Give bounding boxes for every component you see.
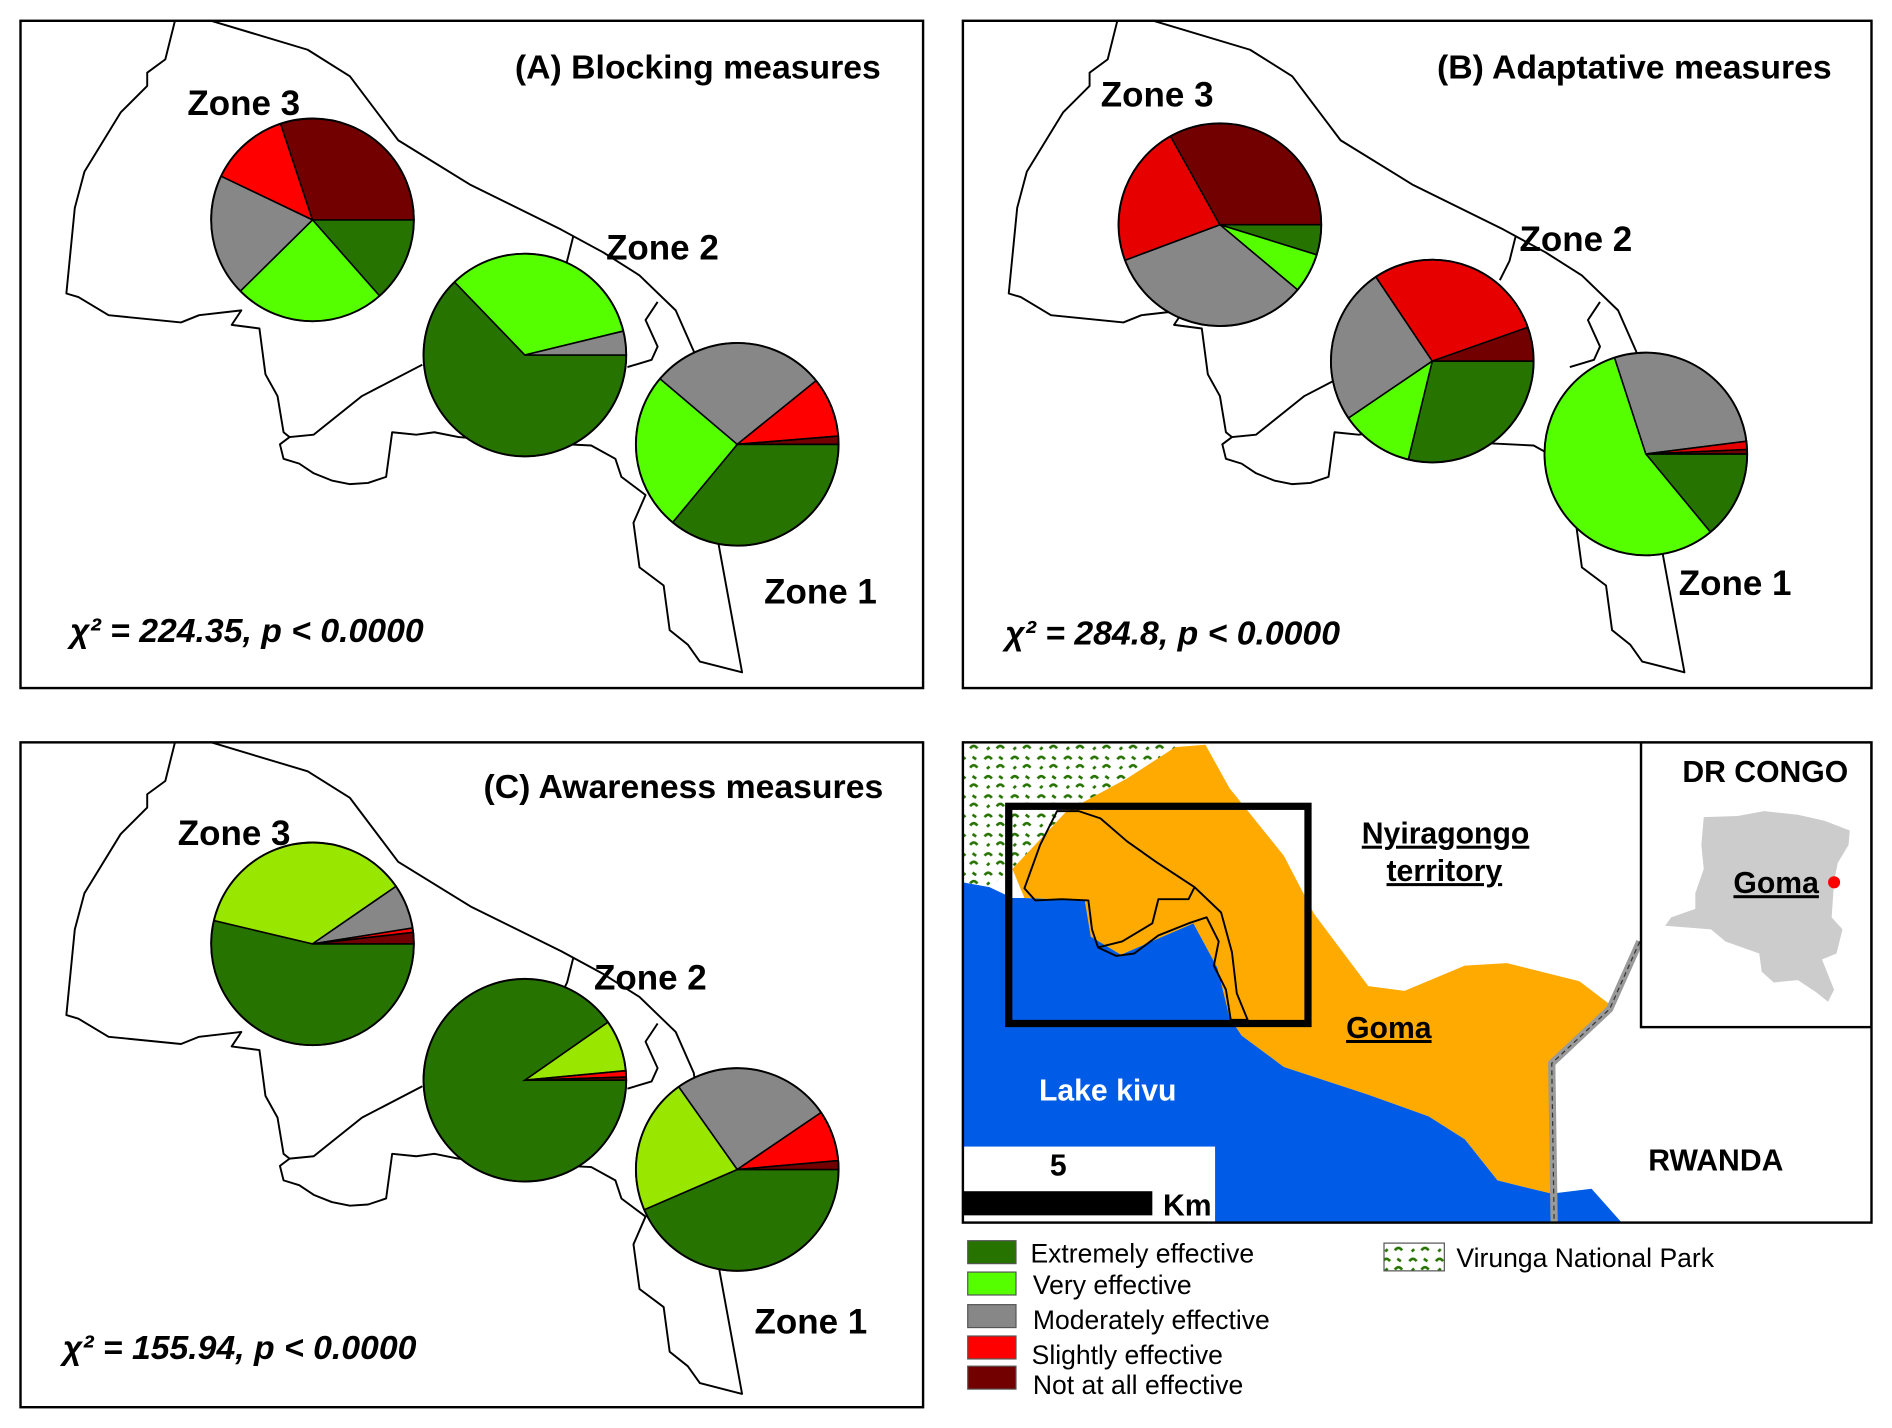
scale-value: 5 <box>1050 1150 1067 1183</box>
legend-label: Moderately effective <box>1033 1305 1270 1335</box>
inset-city-label: Goma <box>1733 867 1819 900</box>
lake-label: Lake kivu <box>1039 1075 1176 1108</box>
pie-zone-1 <box>634 341 840 547</box>
pie-outline <box>634 341 840 547</box>
inset-title: DR CONGO <box>1682 756 1848 789</box>
panel-title: (A) Blocking measures <box>515 49 881 87</box>
chi-square-annotation: χ² = 284.8, p < 0.0000 <box>1002 615 1340 653</box>
zone-label: Zone 2 <box>606 229 719 268</box>
zone-label: Zone 3 <box>1101 75 1214 114</box>
pie-zone-1 <box>634 1067 840 1272</box>
zone-label: Zone 2 <box>594 959 707 998</box>
pie-outline <box>1329 258 1535 464</box>
panel-title: (B) Adaptative measures <box>1437 49 1832 87</box>
panel-adaptative-measures: (B) Adaptative measures Zone 3 Zone 2 Zo… <box>961 19 1873 690</box>
scale-unit: Km <box>1163 1189 1212 1222</box>
pie-group <box>210 117 840 547</box>
zone-label: Zone 1 <box>1679 564 1792 603</box>
legend-swatch-extremely <box>967 1240 1017 1265</box>
pie-outline <box>634 1067 840 1272</box>
pie-zone-3 <box>1117 122 1323 328</box>
pie-zone-2 <box>422 977 628 1183</box>
legend: Extremely effective Very effective Moder… <box>967 1238 1715 1400</box>
virunga-park-area <box>962 742 1189 888</box>
legend-label: Extremely effective <box>1030 1238 1254 1268</box>
zone-label: Zone 3 <box>178 814 291 853</box>
pie-group <box>210 841 840 1272</box>
zone-label: Zone 1 <box>764 573 877 612</box>
legend-swatch-slightly <box>967 1335 1017 1360</box>
legend-swatch-very <box>967 1271 1017 1296</box>
zone-label: Zone 3 <box>187 84 300 123</box>
legend-swatch-not-at-all <box>967 1365 1017 1390</box>
goma-location-dot <box>1828 876 1841 889</box>
panel-blocking-measures: (A) Blocking measures Zone 3 Zone 2 Zone… <box>19 19 925 690</box>
pie-zone-3 <box>210 841 415 1047</box>
legend-label: Very effective <box>1033 1270 1192 1300</box>
study-area-outline <box>1023 810 1249 1021</box>
pie-zone-3 <box>210 117 415 323</box>
pie-outline <box>1543 351 1749 557</box>
pie-zone-2 <box>1329 258 1535 464</box>
study-area-frame <box>1005 802 1312 1028</box>
location-map: DR CONGO Goma Nyiragongo territory Goma … <box>961 741 1873 1224</box>
territory-label: Nyiragongo <box>1362 818 1530 851</box>
pie-outline <box>422 252 628 458</box>
pie-zone-2 <box>422 252 628 458</box>
chi-square-annotation: χ² = 224.35, p < 0.0000 <box>67 612 424 650</box>
panel-awareness-measures: (C) Awareness measures Zone 3 Zone 2 Zon… <box>19 741 925 1409</box>
pie-group <box>1117 122 1749 557</box>
legend-swatch-park <box>1383 1242 1445 1272</box>
pie-outline <box>210 117 415 323</box>
panel-title: (C) Awareness measures <box>483 768 883 806</box>
zone-label: Zone 2 <box>1519 220 1632 259</box>
country-label: RWANDA <box>1648 1145 1783 1178</box>
lake-kivu-area <box>962 882 1622 1223</box>
scale-bar <box>962 1191 1153 1216</box>
legend-label-park: Virunga National Park <box>1456 1243 1714 1273</box>
pie-outline <box>210 841 415 1047</box>
dr-congo-silhouette <box>1665 811 1850 1002</box>
map-frame <box>961 741 1873 1224</box>
legend-swatch-moderately <box>967 1304 1017 1329</box>
chi-square-annotation: χ² = 155.94, p < 0.0000 <box>60 1329 417 1367</box>
territory-label: territory <box>1387 855 1503 888</box>
city-label: Goma <box>1346 1012 1432 1045</box>
pie-outline <box>1117 122 1323 328</box>
legend-label: Slightly effective <box>1032 1340 1223 1370</box>
zone-label: Zone 1 <box>754 1303 867 1342</box>
legend-label: Not at all effective <box>1033 1370 1243 1400</box>
pie-outline <box>422 977 628 1183</box>
pie-zone-1 <box>1543 351 1749 557</box>
